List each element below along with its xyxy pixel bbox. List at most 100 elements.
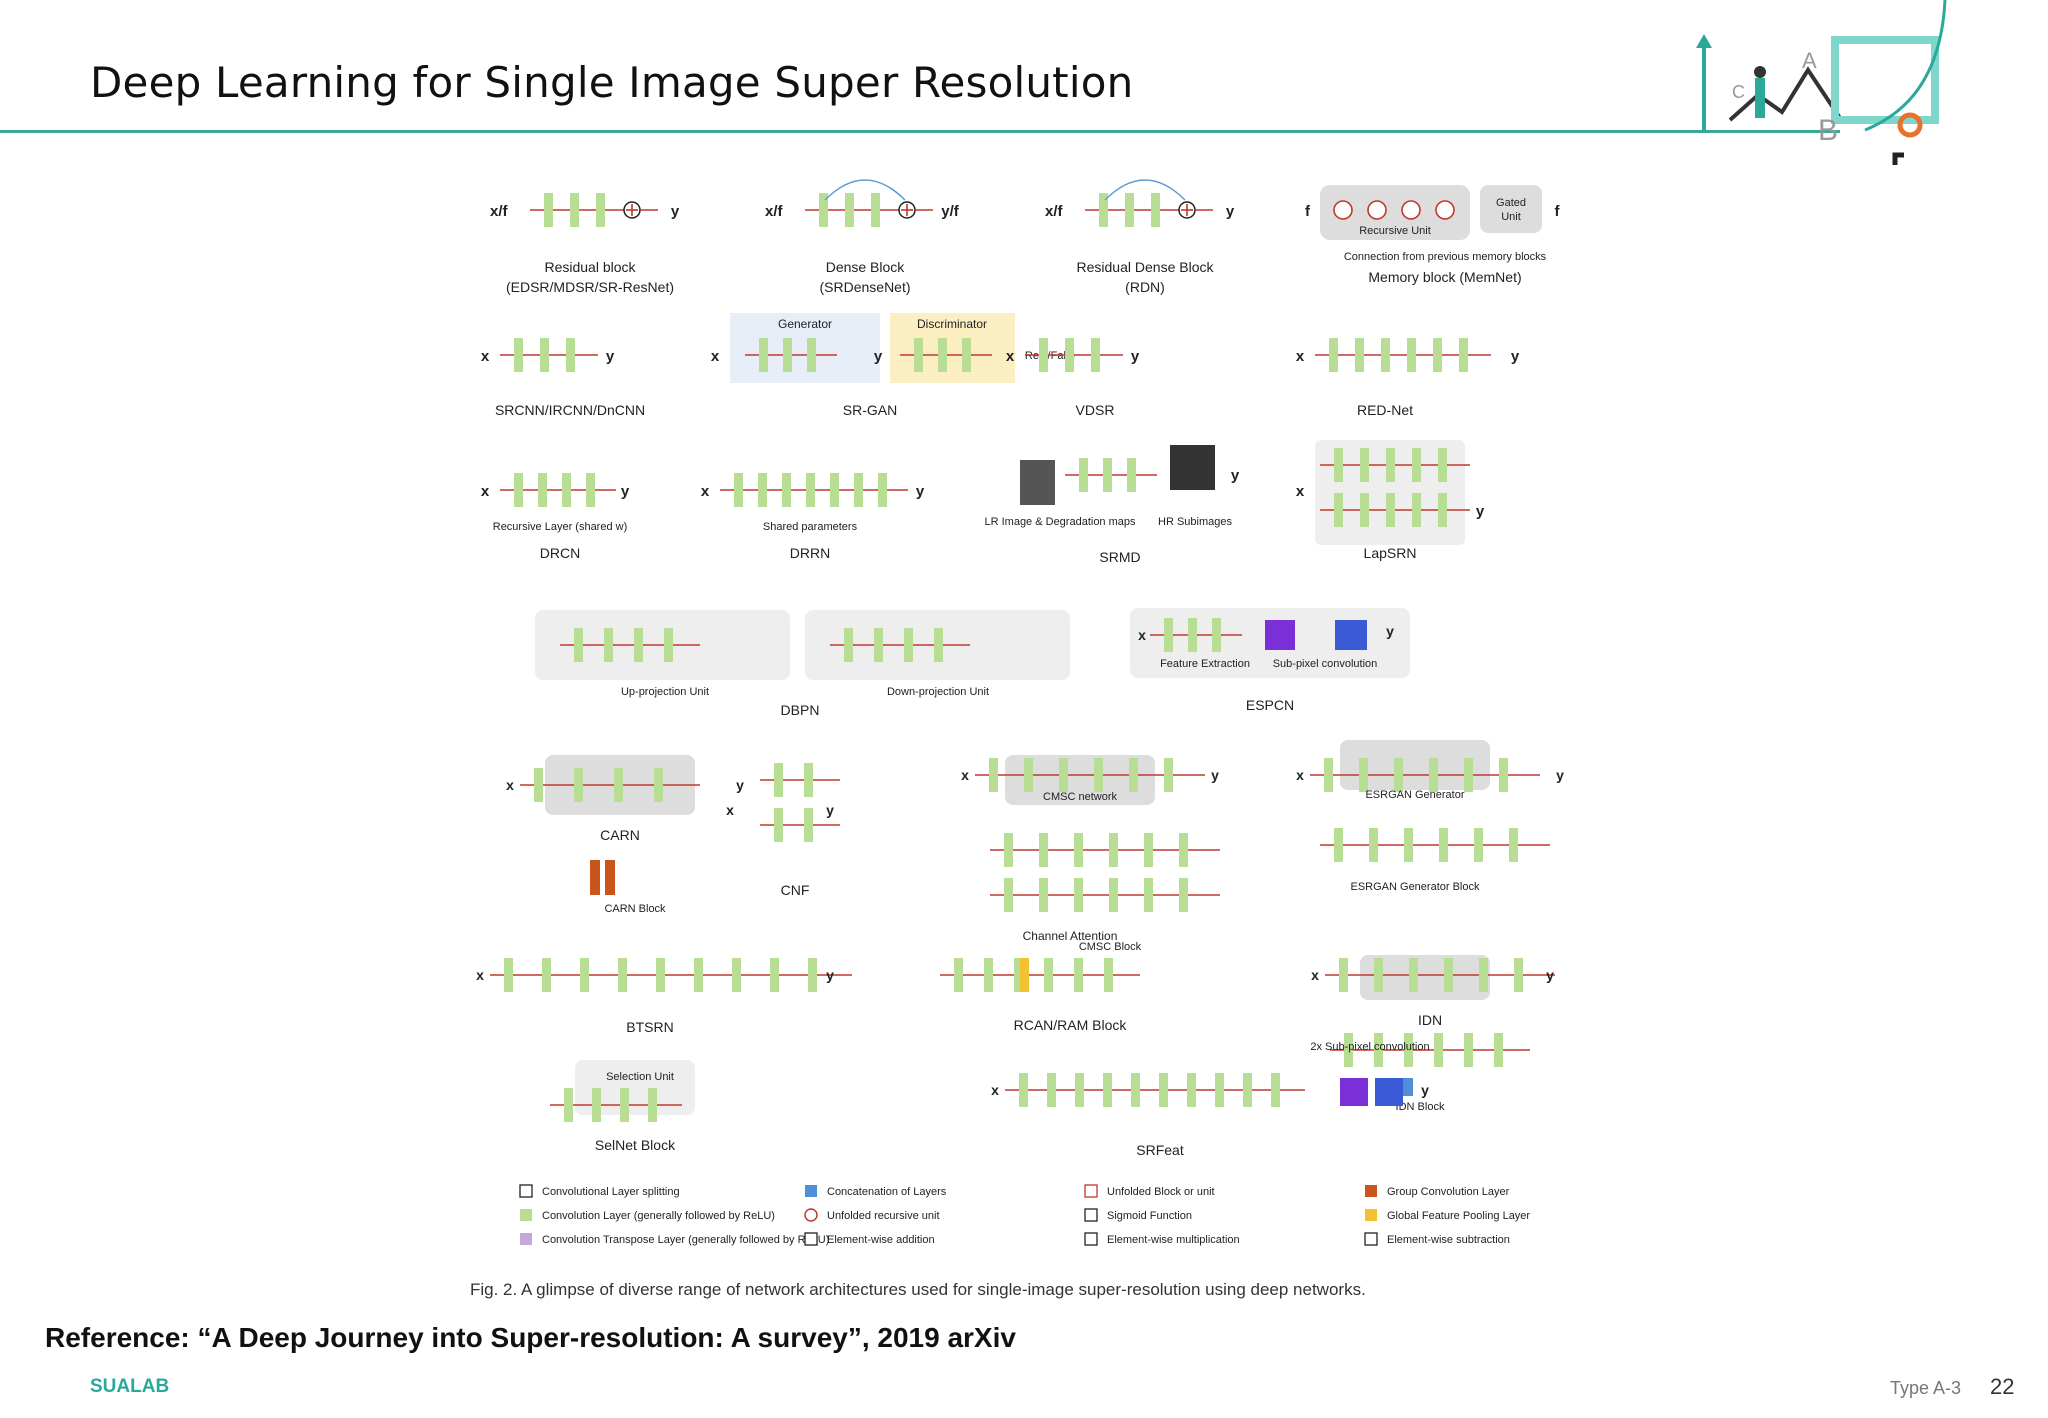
subpixel-note: 2x Sub-pixel convolution xyxy=(1310,1041,1429,1053)
esrgan-generator-box xyxy=(1340,740,1490,790)
conv-layer xyxy=(694,958,703,992)
conv-layer xyxy=(1047,1073,1056,1107)
conv-layer xyxy=(1514,958,1523,992)
espcn-label: ESPCN xyxy=(1246,697,1294,713)
conv-layer xyxy=(1104,958,1113,992)
conv-layer xyxy=(1024,758,1033,792)
legend-label: Element-wise subtraction xyxy=(1387,1234,1510,1246)
conv-layer xyxy=(1355,338,1364,372)
output-label: y xyxy=(1211,767,1219,783)
conv-layer xyxy=(656,958,665,992)
legend-icon xyxy=(1084,1184,1098,1198)
block-label: DRCN xyxy=(540,545,580,561)
input-label: x xyxy=(711,348,720,365)
conv-layer xyxy=(734,473,743,507)
gated-unit-label: Unit xyxy=(1501,211,1521,223)
conv-layer xyxy=(1334,448,1343,482)
conv-layer xyxy=(1187,1073,1196,1107)
group-conv-layer xyxy=(590,860,600,895)
conv-layer xyxy=(914,338,923,372)
conv-layer xyxy=(1459,338,1468,372)
output-label: y xyxy=(1546,967,1554,983)
conv-layer xyxy=(586,473,595,507)
conv-layer xyxy=(1324,758,1333,792)
conv-layer xyxy=(770,958,779,992)
conv-layer xyxy=(808,958,817,992)
conv-layer xyxy=(596,193,605,227)
conv-layer xyxy=(1407,338,1416,372)
conv-layer xyxy=(819,193,828,227)
conv-layer xyxy=(1164,618,1173,652)
conv-layer xyxy=(806,473,815,507)
conv-layer xyxy=(844,628,853,662)
legend-icon xyxy=(804,1232,818,1246)
conv-layer xyxy=(962,338,971,372)
conv-layer xyxy=(759,338,768,372)
legend-label: Convolution Transpose Layer (generally f… xyxy=(542,1234,829,1246)
input-label: x xyxy=(1296,767,1304,783)
conv-layer xyxy=(1014,958,1023,992)
output-label: y xyxy=(1386,623,1394,639)
conv-layer xyxy=(1434,1033,1443,1067)
cmsc-network-box xyxy=(1005,755,1155,805)
idn-box xyxy=(1360,955,1490,1000)
legend-icon xyxy=(1365,1185,1377,1197)
conv-layer xyxy=(570,193,579,227)
block-sublabel: (SRDenseNet) xyxy=(819,279,910,295)
conv-layer xyxy=(566,338,575,372)
esrgan-generator-label: ESRGAN Generator xyxy=(1365,789,1464,801)
output-label: y xyxy=(606,348,615,365)
subpixel-label: Sub-pixel convolution xyxy=(1273,658,1378,670)
conv-layer xyxy=(664,628,673,662)
conv-layer xyxy=(1131,1073,1140,1107)
output-label: y xyxy=(1511,348,1520,365)
legend-icon xyxy=(1084,1232,1098,1246)
conv-layer xyxy=(654,768,663,802)
conv-layer xyxy=(1243,1073,1252,1107)
conv-layer xyxy=(564,1088,573,1122)
conv-layer xyxy=(1144,833,1153,867)
conv-layer xyxy=(782,473,791,507)
conv-layer xyxy=(1179,878,1188,912)
output-label: y xyxy=(1226,203,1235,220)
conv-layer xyxy=(1065,338,1074,372)
dense-skip-arc xyxy=(1104,179,1186,201)
conv-layer xyxy=(1499,758,1508,792)
conv-layer xyxy=(1433,338,1442,372)
conv-layer xyxy=(542,958,551,992)
conv-layer xyxy=(1212,618,1221,652)
subpixel-stack xyxy=(1265,620,1295,650)
output-label: y xyxy=(916,483,925,500)
block-label: RED-Net xyxy=(1357,402,1413,418)
conv-layer xyxy=(1125,193,1134,227)
generator-box xyxy=(730,313,880,383)
dbpn-label: DBPN xyxy=(781,702,820,718)
output-label: y xyxy=(826,802,834,818)
conv-layer xyxy=(1164,758,1173,792)
legend-label: Convolutional Layer splitting xyxy=(542,1186,680,1198)
input-label: x/f xyxy=(1045,203,1064,220)
block-label: DRRN xyxy=(790,545,830,561)
mid-label: y xyxy=(874,348,883,365)
conv-layer xyxy=(540,338,549,372)
input-label: x xyxy=(1311,967,1319,983)
legend-label: Unfolded Block or unit xyxy=(1107,1186,1215,1198)
conv-layer xyxy=(1381,338,1390,372)
btsrn-label: BTSRN xyxy=(626,1019,673,1035)
conv-layer xyxy=(1386,493,1395,527)
conv-layer xyxy=(807,338,816,372)
conv-layer xyxy=(1179,833,1188,867)
input-label: x xyxy=(961,767,969,783)
srfeat-label: SRFeat xyxy=(1136,1142,1184,1158)
subpixel-output xyxy=(1335,620,1367,650)
conv-layer xyxy=(1386,448,1395,482)
conv-layer xyxy=(1329,338,1338,372)
conv-layer xyxy=(1474,828,1483,862)
conv-layer xyxy=(1075,1073,1084,1107)
conv-layer xyxy=(614,768,623,802)
input-label: x xyxy=(1006,348,1015,365)
conv-layer xyxy=(1439,828,1448,862)
output-label: y xyxy=(1131,348,1140,365)
conv-layer xyxy=(804,763,813,797)
conv-layer xyxy=(904,628,913,662)
